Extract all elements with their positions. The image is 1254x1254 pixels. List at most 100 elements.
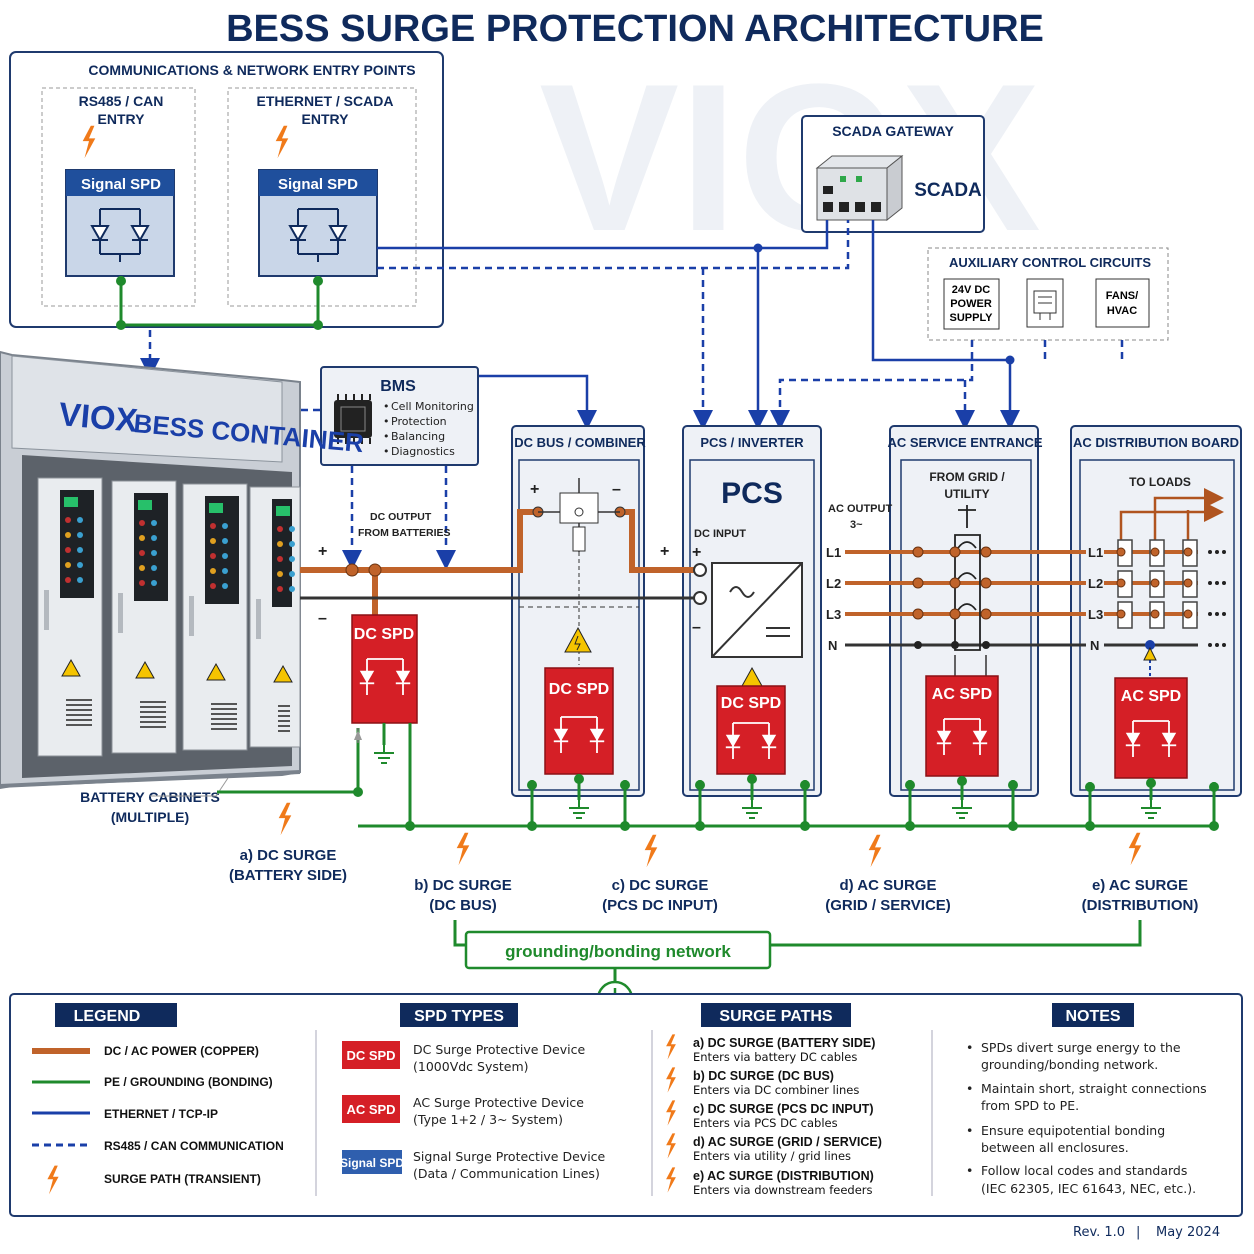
ground-nodes (353, 774, 1219, 831)
from-grid-label: FROM GRID / (929, 470, 1005, 484)
note-text: (IEC 62305, IEC 61643, NEC, etc.). (981, 1181, 1196, 1196)
dc-bus-title: DC BUS / COMBINER (514, 435, 646, 450)
phase-label: L2 (1088, 576, 1103, 591)
ac-output-label-2: 3~ (850, 519, 863, 531)
phase-label: L2 (826, 576, 841, 591)
signal-spd-label: Signal SPD (278, 176, 358, 193)
continuation-dots (1208, 550, 1226, 647)
phase-label: N (1090, 638, 1099, 653)
bess-container (0, 350, 301, 790)
surge-bolt-icon (456, 832, 470, 866)
surge-path-heading: d) AC SURGE (GRID / SERVICE) (693, 1135, 882, 1149)
surge-bolt-icon (1128, 832, 1142, 866)
signal-spd-rs485: Signal SPD (65, 169, 175, 277)
ethernet-entry-zone (227, 87, 417, 307)
dc-spd-label: DC SPD (721, 695, 781, 712)
surge-label-a-sub: (BATTERY SIDE) (229, 867, 347, 884)
bms-item: Protection (391, 415, 447, 428)
ground-symbol-icon (568, 800, 590, 819)
bms-item: Diagnostics (391, 445, 455, 458)
surge-bolt-icon (278, 802, 292, 836)
ground-symbol-icon (951, 800, 973, 819)
legend-item: PE / GROUNDING (BONDING) (104, 1075, 273, 1089)
grounding-network-box (464, 930, 772, 970)
inverter-icon (711, 562, 803, 658)
bms-bullet: • (383, 400, 390, 413)
bms-item: Cell Monitoring (391, 400, 474, 413)
relay-icon (1033, 290, 1057, 320)
ac-spd-service: AC SPD (925, 675, 999, 777)
pcs-title: PCS / INVERTER (700, 435, 804, 450)
dc-spd-label: DC SPD (549, 681, 609, 698)
ethernet-wiring (377, 220, 1020, 430)
legend-item: ETHERNET / TCP-IP (104, 1107, 218, 1121)
surge-label-e: e) AC SURGE (1092, 877, 1188, 894)
surge-path-desc: Enters via battery DC cables (693, 1050, 857, 1064)
ground-symbol-icon (1140, 800, 1162, 819)
pcs-minus-sign: – (692, 619, 701, 636)
dc-output-label: DC OUTPUT (370, 511, 432, 523)
legend-item: SURGE PATH (TRANSIENT) (104, 1172, 261, 1186)
note-bullet: • (966, 1163, 973, 1178)
grounding-network-label: grounding/bonding network (505, 942, 731, 961)
surge-path-heading: a) DC SURGE (BATTERY SIDE) (693, 1036, 875, 1050)
ac-spd-label: AC SPD (1121, 688, 1181, 705)
ac-dist-title: AC DISTRIBUTION BOARD (1073, 435, 1239, 450)
bms-bullet: • (383, 430, 390, 443)
surge-path-desc: Enters via downstream feeders (693, 1183, 873, 1197)
pcs-dc-input: DC INPUT (694, 528, 746, 540)
cabinets-label-2: (MULTIPLE) (111, 809, 189, 825)
phase-label: N (828, 638, 837, 653)
surge-label-c-sub: (PCS DC INPUT) (602, 897, 718, 914)
battery-cabinet (249, 486, 301, 748)
note-text: grounding/bonding network. (981, 1057, 1158, 1072)
note-bullet: • (966, 1081, 973, 1096)
ac-spd-label: AC SPD (932, 686, 992, 703)
surge-label-d-sub: (GRID / SERVICE) (825, 897, 951, 914)
spd-types-title: SPD TYPES (414, 1008, 504, 1025)
dc-spd-badge-label: DC SPD (346, 1048, 395, 1063)
surge-path-desc: Enters via utility / grid lines (693, 1149, 851, 1163)
dc-spd-badge (342, 1041, 400, 1069)
fuse-switch-icon (538, 478, 620, 552)
dc-spd-battery: DC SPD (351, 614, 418, 724)
surge-bolt-icon (644, 834, 658, 868)
ethernet-title: ETHERNET / SCADA (257, 93, 394, 109)
note-text: Ensure equipotential bonding (981, 1123, 1165, 1138)
dc-plus-sign: + (318, 543, 327, 560)
surge-path-desc: Enters via DC combiner lines (693, 1083, 859, 1097)
spd-type-desc: (1000Vdc System) (413, 1059, 529, 1074)
battery-cabinet (182, 483, 248, 751)
signal-spd-ethernet: Signal SPD (258, 169, 378, 277)
cabinets-callout-line (150, 777, 229, 797)
note-text: SPDs divert surge energy to the (981, 1040, 1181, 1055)
spd-type-desc: (Data / Communication Lines) (413, 1166, 600, 1181)
surge-bolt-icon (868, 834, 882, 868)
dc-spd-pcs: DC SPD (716, 685, 786, 775)
note-text: Follow local codes and standards (981, 1163, 1187, 1178)
bms-item: Balancing (391, 430, 445, 443)
battery-cabinet (37, 477, 103, 757)
rs485-wiring (140, 220, 1124, 570)
spd-type-desc: (Type 1+2 / 3~ System) (413, 1112, 563, 1127)
phase-label: L1 (1088, 545, 1103, 560)
note-bullet: • (966, 1040, 973, 1055)
chip-icon (334, 394, 372, 444)
note-bullet: • (966, 1123, 973, 1138)
aux-title: AUXILIARY CONTROL CIRCUITS (949, 255, 1151, 270)
pcs-plus-sign-2: + (692, 544, 701, 561)
surge-path-desc: Enters via PCS DC cables (693, 1116, 838, 1130)
legend-header (55, 1003, 177, 1027)
rs485-title-2: ENTRY (98, 111, 146, 127)
bus-plus-sign: + (530, 481, 539, 498)
terminal-dots (912, 546, 1193, 620)
spd-type-desc: DC Surge Protective Device (413, 1042, 585, 1057)
bms-title: BMS (380, 378, 416, 395)
legend-title: LEGEND (74, 1008, 141, 1025)
footer-date: May 2024 (1156, 1225, 1220, 1240)
note-text: from SPD to PE. (981, 1098, 1079, 1113)
surge-paths-header (701, 1003, 851, 1027)
rs485-title: RS485 / CAN (79, 93, 164, 109)
note-text: Maintain short, straight connections (981, 1081, 1207, 1096)
surge-paths-title: SURGE PATHS (719, 1008, 833, 1025)
